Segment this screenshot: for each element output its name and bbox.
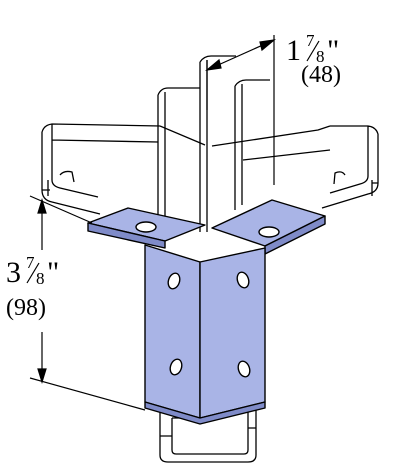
left-channel-arm <box>41 123 206 215</box>
height-inch-mark: " <box>47 256 59 289</box>
left-plate-hole-upper <box>167 272 181 290</box>
width-label: 1 7 8 " (48) <box>286 31 341 88</box>
vertical-post-channel <box>157 55 270 236</box>
height-frac-num: 7 <box>26 253 35 272</box>
wing-fitting <box>87 199 326 425</box>
height-metric: (98) <box>6 295 46 321</box>
width-frac-num: 7 <box>306 31 315 50</box>
left-flange-hole <box>135 221 157 233</box>
right-plate-hole-lower <box>237 360 251 378</box>
width-dimension <box>204 35 277 185</box>
plate-bottom-edge <box>144 401 266 425</box>
width-whole: 1 <box>286 34 301 67</box>
right-channel-arm <box>211 125 379 209</box>
right-flange-top <box>211 199 326 247</box>
width-inch-mark: " <box>327 34 339 67</box>
right-plate-hole-upper <box>236 271 250 289</box>
width-metric: (48) <box>301 62 341 88</box>
width-frac-den: 8 <box>316 47 325 66</box>
left-flange-edge <box>87 222 166 249</box>
height-label: 3 7 8 " (98) <box>6 253 59 321</box>
height-whole: 3 <box>6 256 21 289</box>
left-plate-hole-lower <box>169 358 183 376</box>
left-vertical-plate <box>144 244 201 419</box>
height-dimension <box>29 195 146 411</box>
right-flange-hole <box>258 226 280 238</box>
height-frac-den: 8 <box>36 269 45 288</box>
right-vertical-plate <box>199 247 266 419</box>
